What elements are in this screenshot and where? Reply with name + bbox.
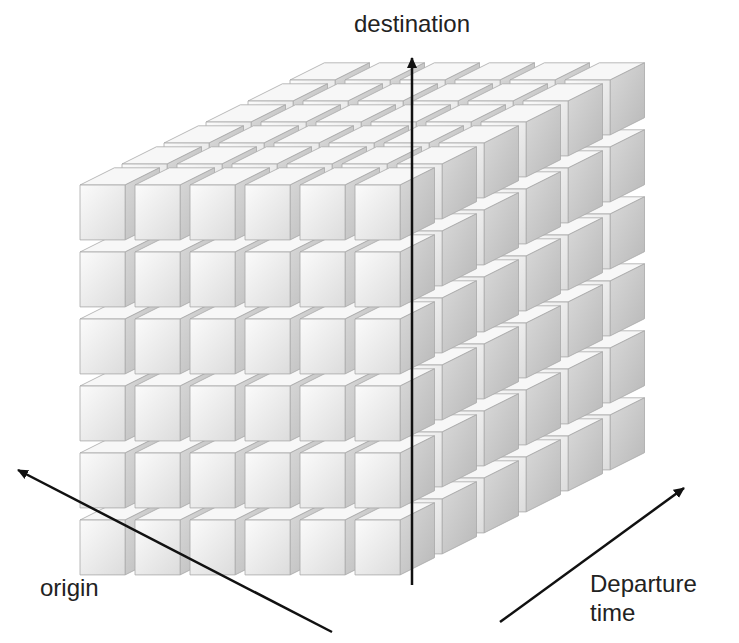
cube-face <box>610 264 644 336</box>
cube-face <box>355 252 400 307</box>
cube-face <box>484 394 518 466</box>
axis-label: Departure time <box>590 570 730 628</box>
cube-face <box>135 386 180 441</box>
cube-face <box>442 147 476 219</box>
cube-face <box>568 285 602 357</box>
cube-face <box>245 520 290 575</box>
cube-face <box>400 235 434 307</box>
cube-face <box>80 386 125 441</box>
cube-face <box>245 252 290 307</box>
cube-face <box>610 130 644 202</box>
axis-arrow <box>18 470 332 632</box>
cube-face <box>355 185 400 240</box>
cube-face <box>484 461 518 533</box>
cube-face <box>300 386 345 441</box>
cube-face <box>190 319 235 374</box>
cube-face <box>300 252 345 307</box>
cube-face <box>484 260 518 332</box>
cube-face <box>355 319 400 374</box>
cube-face <box>300 453 345 508</box>
cube-face <box>190 386 235 441</box>
cube-face <box>526 172 560 244</box>
cube-face <box>300 185 345 240</box>
cube-face <box>245 185 290 240</box>
cube-face <box>442 281 476 353</box>
axis-label: destination <box>354 10 470 39</box>
cube-face <box>400 302 434 374</box>
cube-face <box>400 369 434 441</box>
cube-face <box>135 252 180 307</box>
cube-face <box>526 105 560 177</box>
cube-face <box>484 126 518 198</box>
cube-face <box>568 419 602 491</box>
cube-face <box>135 520 180 575</box>
cube-face <box>400 436 434 508</box>
cube-face <box>526 306 560 378</box>
cube-face <box>300 520 345 575</box>
cube-face <box>526 373 560 445</box>
cube-face <box>442 482 476 554</box>
cube-face <box>245 386 290 441</box>
cube-face <box>135 453 180 508</box>
cube-face <box>484 327 518 399</box>
cube-face <box>400 168 434 240</box>
cube-face <box>190 520 235 575</box>
cube-face <box>135 185 180 240</box>
cube-face <box>135 319 180 374</box>
cube-face <box>80 252 125 307</box>
cube-face <box>568 84 602 156</box>
cube-face <box>484 193 518 265</box>
cube-face <box>80 520 125 575</box>
cube-face <box>80 319 125 374</box>
cube-face <box>190 453 235 508</box>
cube-face <box>610 63 644 135</box>
cube-face <box>190 185 235 240</box>
cube-face <box>80 453 125 508</box>
cube-grid <box>80 63 645 575</box>
cube-face <box>442 348 476 420</box>
cube-face <box>355 453 400 508</box>
cube-face <box>568 151 602 223</box>
cube-face <box>568 218 602 290</box>
cube-face <box>442 415 476 487</box>
cube-face <box>245 453 290 508</box>
cube-face <box>526 239 560 311</box>
cube-face <box>610 398 644 470</box>
cube-face <box>245 319 290 374</box>
cube-face <box>610 197 644 269</box>
cube-face <box>400 503 434 575</box>
cube-face <box>80 185 125 240</box>
cube-face <box>568 352 602 424</box>
axis-label: origin <box>40 574 99 603</box>
cube-face <box>526 440 560 512</box>
cube-face <box>442 214 476 286</box>
cube-face <box>190 252 235 307</box>
cube-face <box>300 319 345 374</box>
cube-face <box>355 520 400 575</box>
cube-face <box>355 386 400 441</box>
axis-arrow <box>411 58 414 585</box>
cube-face <box>610 331 644 403</box>
